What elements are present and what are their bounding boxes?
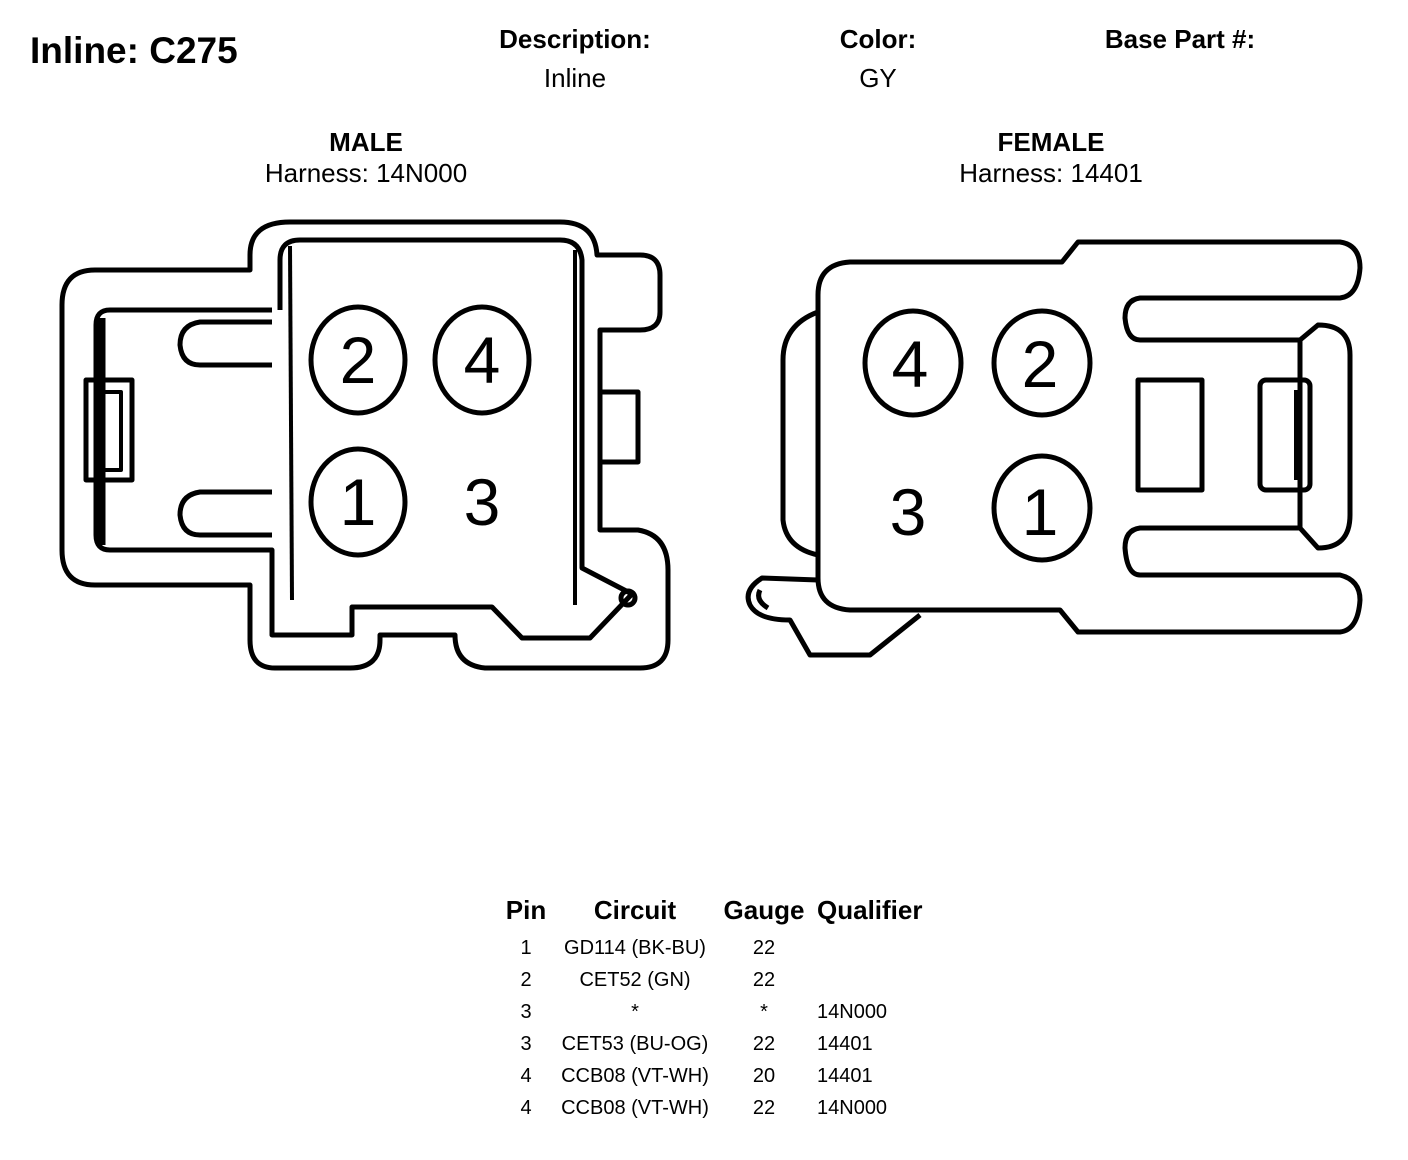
cell-pin: 2 <box>520 968 532 991</box>
female-harness: Harness: 14401 <box>959 158 1143 188</box>
female-connector-drawing: 4 2 3 1 <box>745 239 1363 658</box>
female-pin-2-label: 2 <box>1022 327 1059 401</box>
cell-circuit: CCB08 (VT-WH) <box>561 1096 709 1119</box>
male-pin-3-label: 3 <box>464 465 501 539</box>
cell-pin: 3 <box>520 1032 532 1055</box>
cell-qualifier: 14N000 <box>817 1000 888 1023</box>
cell-pin: 1 <box>520 936 532 959</box>
cell-circuit: GD114 (BK-BU) <box>564 936 706 959</box>
pin-table: Pin Circuit Gauge Qualifier 1 GD114 (BK-… <box>497 893 967 1124</box>
cell-pin: 4 <box>520 1096 532 1119</box>
header-gauge: Gauge <box>723 895 805 925</box>
cell-gauge: 22 <box>752 968 776 991</box>
female-pin-3-label: 3 <box>890 475 927 549</box>
color-label: Color: <box>839 24 917 54</box>
table-row: 3 CET53 (BU-OG) 22 14401 <box>497 1028 967 1060</box>
cell-gauge: 20 <box>752 1064 776 1087</box>
table-row: 3 * * 14N000 <box>497 996 967 1028</box>
cell-qualifier: 14N000 <box>817 1096 888 1119</box>
male-pin-4-label: 4 <box>464 323 501 397</box>
cell-pin: 4 <box>520 1064 532 1087</box>
male-label: MALE <box>329 127 403 157</box>
male-connector-drawing: 2 4 1 3 <box>59 219 671 671</box>
female-pin-1-label: 1 <box>1022 475 1059 549</box>
table-row: 1 GD114 (BK-BU) 22 <box>497 932 967 964</box>
female-pin-4-label: 4 <box>892 327 929 401</box>
table-row: 4 CCB08 (VT-WH) 22 14N000 <box>497 1092 967 1124</box>
cell-circuit: * <box>631 1000 639 1023</box>
cell-circuit: CCB08 (VT-WH) <box>561 1064 709 1087</box>
table-row: 2 CET52 (GN) 22 <box>497 964 967 996</box>
table-row: 4 CCB08 (VT-WH) 20 14401 <box>497 1060 967 1092</box>
base-part-label: Base Part #: <box>1104 24 1256 54</box>
cell-gauge: * <box>760 1000 768 1023</box>
cell-gauge: 22 <box>752 1096 776 1119</box>
header-qualifier: Qualifier <box>817 895 923 925</box>
description-value: Inline <box>543 63 607 93</box>
cell-qualifier <box>813 932 967 964</box>
cell-qualifier: 14401 <box>817 1064 873 1087</box>
female-label: FEMALE <box>997 127 1105 157</box>
cell-gauge: 22 <box>752 1032 776 1055</box>
male-pin-2-label: 2 <box>340 323 377 397</box>
cell-pin: 3 <box>520 1000 532 1023</box>
cell-circuit: CET52 (GN) <box>579 968 691 991</box>
cell-gauge: 22 <box>752 936 776 959</box>
pin-table-header: Pin Circuit Gauge Qualifier <box>497 893 967 932</box>
male-harness: Harness: 14N000 <box>264 158 468 188</box>
description-label: Description: <box>499 24 651 54</box>
male-pin-1-label: 1 <box>340 465 377 539</box>
cell-circuit: CET53 (BU-OG) <box>561 1032 709 1055</box>
color-value: GY <box>859 63 897 93</box>
header-pin: Pin <box>505 895 547 925</box>
connector-title: Inline: C275 <box>30 30 238 71</box>
cell-qualifier: 14401 <box>817 1032 873 1055</box>
cell-qualifier <box>813 964 967 996</box>
header-circuit: Circuit <box>593 895 677 925</box>
